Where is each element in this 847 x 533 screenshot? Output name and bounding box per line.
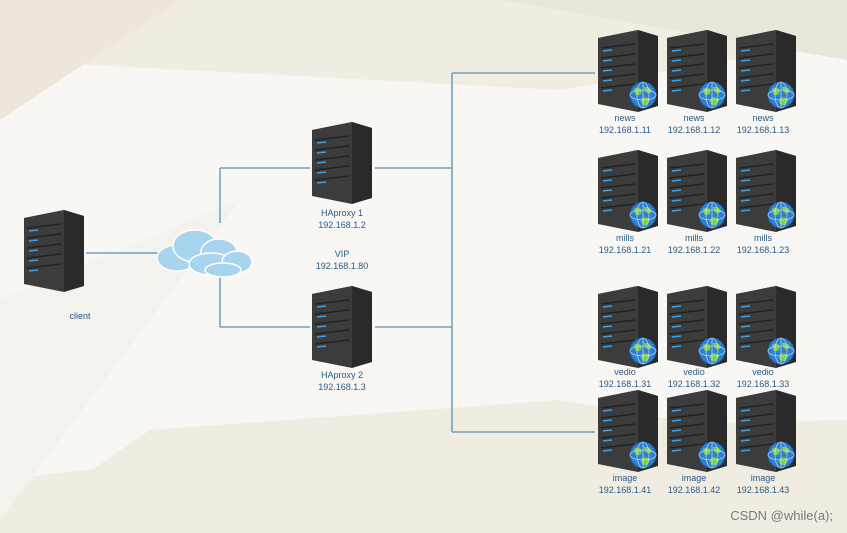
vip-ip: 192.168.1.80 bbox=[315, 261, 369, 271]
server-1-0-ip: 192.168.1.21 bbox=[598, 245, 652, 255]
server-0-0-ip: 192.168.1.11 bbox=[599, 125, 651, 135]
globe-icon bbox=[628, 80, 658, 110]
server-0-2-icon bbox=[730, 26, 798, 114]
proxy1-server-icon bbox=[306, 118, 374, 206]
server-3-2-name: image bbox=[750, 473, 776, 483]
server-1-2-icon bbox=[730, 146, 798, 234]
server-0-0-name: news bbox=[614, 113, 636, 123]
server-2-2-ip: 192.168.1.33 bbox=[736, 379, 790, 389]
globe-icon bbox=[628, 200, 658, 230]
server-1-0-icon bbox=[592, 146, 660, 234]
globe-icon bbox=[697, 336, 727, 366]
globe-icon bbox=[766, 440, 796, 470]
proxy1-name: HAproxy 1 bbox=[320, 208, 364, 218]
globe-icon bbox=[628, 336, 658, 366]
globe-icon bbox=[697, 200, 727, 230]
client-server-icon bbox=[18, 206, 86, 294]
globe-icon bbox=[628, 440, 658, 470]
server-2-2-name: vedio bbox=[752, 367, 774, 377]
server-0-2-ip: 192.168.1.13 bbox=[736, 125, 790, 135]
watermark: CSDN @while(a); bbox=[730, 508, 833, 523]
server-2-1-name: vedio bbox=[683, 367, 705, 377]
server-1-1-name: mills bbox=[685, 233, 703, 243]
server-2-0-ip: 192.168.1.31 bbox=[598, 379, 652, 389]
server-3-0-name: image bbox=[612, 473, 638, 483]
server-2-2-icon bbox=[730, 282, 798, 370]
globe-icon bbox=[766, 336, 796, 366]
server-0-1-ip: 192.168.1.12 bbox=[667, 125, 721, 135]
server-1-2-name: mills bbox=[754, 233, 772, 243]
globe-icon bbox=[697, 80, 727, 110]
proxy2-name: HAproxy 2 bbox=[320, 370, 364, 380]
server-3-1-icon bbox=[661, 386, 729, 474]
server-0-1-name: news bbox=[683, 113, 705, 123]
server-3-1-name: image bbox=[681, 473, 707, 483]
proxy2-ip: 192.168.1.3 bbox=[318, 382, 366, 392]
server-3-2-ip: 192.168.1.43 bbox=[736, 485, 790, 495]
server-3-0-icon bbox=[592, 386, 660, 474]
proxy1-ip: 192.168.1.2 bbox=[318, 220, 366, 230]
client-label: client bbox=[69, 311, 91, 321]
proxy2-server-icon bbox=[306, 282, 374, 370]
cloud-icon bbox=[156, 229, 253, 278]
server-2-1-ip: 192.168.1.32 bbox=[667, 379, 721, 389]
server-2-0-name: vedio bbox=[614, 367, 636, 377]
server-0-1-icon bbox=[661, 26, 729, 114]
globe-icon bbox=[766, 200, 796, 230]
server-0-2-name: news bbox=[752, 113, 774, 123]
server-2-0-icon bbox=[592, 282, 660, 370]
server-1-0-name: mills bbox=[616, 233, 634, 243]
server-0-0-icon bbox=[592, 26, 660, 114]
server-2-1-icon bbox=[661, 282, 729, 370]
globe-icon bbox=[766, 80, 796, 110]
server-1-2-ip: 192.168.1.23 bbox=[736, 245, 790, 255]
server-3-2-icon bbox=[730, 386, 798, 474]
globe-icon bbox=[697, 440, 727, 470]
server-3-0-ip: 192.168.1.41 bbox=[598, 485, 652, 495]
vip-label: VIP bbox=[334, 249, 350, 259]
server-1-1-icon bbox=[661, 146, 729, 234]
server-1-1-ip: 192.168.1.22 bbox=[667, 245, 721, 255]
server-3-1-ip: 192.168.1.42 bbox=[667, 485, 721, 495]
